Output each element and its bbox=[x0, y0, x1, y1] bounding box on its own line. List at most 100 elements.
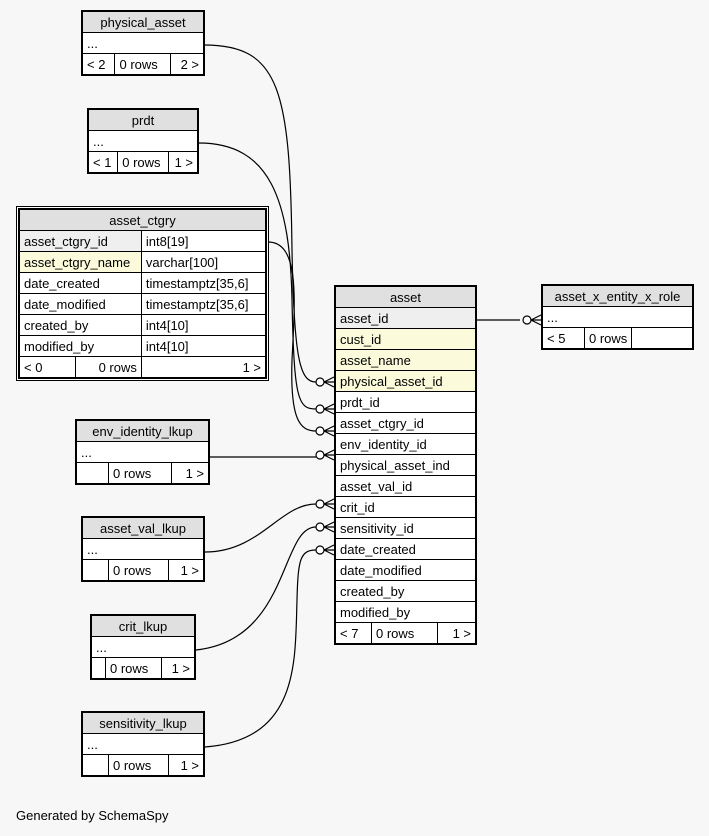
parents-count bbox=[91, 657, 106, 679]
children-count: 1 > bbox=[167, 151, 199, 173]
row-count: 0 rows bbox=[371, 622, 438, 644]
column-type: timestamptz[35,6] bbox=[140, 293, 267, 315]
generated-by-label: Generated by SchemaSpy bbox=[16, 808, 169, 823]
row-count: 0 rows bbox=[107, 754, 170, 776]
table-physical-asset[interactable]: physical_asset ... < 2 0 rows 2 > bbox=[81, 10, 205, 76]
column-name: prdt_id bbox=[335, 391, 476, 413]
link-physical-asset bbox=[203, 44, 317, 383]
row-count: 0 rows bbox=[107, 559, 170, 581]
table-title[interactable]: prdt bbox=[88, 109, 198, 131]
parents-count: < 0 bbox=[19, 356, 76, 378]
children-count: 1 > bbox=[161, 657, 195, 679]
table-prdt[interactable]: prdt ... < 1 0 rows 1 > bbox=[87, 108, 199, 174]
column-name: created_by bbox=[335, 580, 476, 602]
parents-count: < 7 bbox=[335, 622, 372, 644]
table-title[interactable]: env_identity_lkup bbox=[76, 420, 209, 442]
link-asset-ctgry bbox=[267, 241, 317, 432]
table-body: ... bbox=[91, 636, 195, 658]
children-count: 1 > bbox=[168, 559, 204, 581]
children-count: 1 > bbox=[171, 462, 209, 484]
column-name: date_modified bbox=[19, 293, 142, 315]
column-type: varchar[100] bbox=[140, 251, 267, 273]
optional-marker-icon bbox=[315, 545, 325, 555]
column-name: asset_name bbox=[335, 349, 476, 371]
column-name: crit_id bbox=[335, 496, 476, 518]
table-body: ... bbox=[82, 538, 204, 560]
column-name: created_by bbox=[19, 314, 142, 336]
column-name: asset_ctgry_id bbox=[335, 412, 476, 434]
column-type: int4[10] bbox=[140, 314, 267, 336]
parents-count: < 5 bbox=[542, 327, 585, 349]
optional-marker-icon bbox=[315, 499, 325, 509]
crowsfoot-many-icon bbox=[323, 425, 335, 437]
children-count: 1 > bbox=[140, 356, 267, 378]
parents-count bbox=[82, 559, 109, 581]
column-name: cust_id bbox=[335, 328, 476, 350]
table-env-identity-lkup[interactable]: env_identity_lkup ... 0 rows 1 > bbox=[75, 419, 210, 485]
column-name: date_modified bbox=[335, 559, 476, 581]
column-name: physical_asset_ind bbox=[335, 454, 476, 476]
table-title[interactable]: asset_x_entity_x_role bbox=[542, 285, 693, 307]
crowsfoot-many-icon bbox=[323, 521, 335, 533]
table-title[interactable]: asset_val_lkup bbox=[82, 517, 204, 539]
table-body: ... bbox=[88, 130, 198, 152]
table-title[interactable]: asset_ctgry bbox=[19, 209, 266, 231]
table-title[interactable]: asset bbox=[335, 286, 476, 308]
table-title[interactable]: physical_asset bbox=[82, 11, 204, 33]
table-title[interactable]: crit_lkup bbox=[91, 615, 195, 637]
column-type: int8[19] bbox=[140, 230, 267, 252]
row-count: 0 rows bbox=[114, 53, 172, 75]
crowsfoot-many-icon bbox=[323, 544, 335, 556]
column-name: modified_by bbox=[335, 601, 476, 623]
optional-marker-icon bbox=[315, 522, 325, 532]
crowsfoot-many-icon bbox=[323, 449, 335, 461]
column-name: date_created bbox=[335, 538, 476, 560]
column-name: asset_ctgry_id bbox=[19, 230, 142, 252]
row-count: 0 rows bbox=[75, 356, 142, 378]
table-title[interactable]: sensitivity_lkup bbox=[82, 712, 204, 734]
column-name: date_created bbox=[19, 272, 142, 294]
column-type: timestamptz[35,6] bbox=[140, 272, 267, 294]
row-count: 0 rows bbox=[583, 327, 633, 349]
column-name: modified_by bbox=[19, 335, 142, 357]
crowsfoot-many-icon bbox=[323, 498, 335, 510]
children-count: 1 > bbox=[168, 754, 204, 776]
parents-count bbox=[76, 462, 109, 484]
optional-marker-icon bbox=[315, 450, 325, 460]
children-count: 1 > bbox=[436, 622, 477, 644]
table-asset-val-lkup[interactable]: asset_val_lkup ... 0 rows 1 > bbox=[81, 516, 205, 582]
column-name: physical_asset_id bbox=[335, 370, 476, 392]
column-name: asset_val_id bbox=[335, 475, 476, 497]
optional-marker-icon bbox=[315, 426, 325, 436]
table-body: ... bbox=[542, 306, 693, 328]
table-body: ... bbox=[82, 733, 204, 755]
parents-count: < 1 bbox=[87, 151, 119, 173]
optional-marker-icon bbox=[522, 315, 532, 325]
column-name: asset_id bbox=[335, 307, 476, 329]
column-type: int4[10] bbox=[140, 335, 267, 357]
link-crit bbox=[195, 526, 317, 651]
crowsfoot-many-icon bbox=[530, 314, 542, 326]
link-sensitivity bbox=[204, 549, 317, 748]
crowsfoot-many-icon bbox=[323, 403, 335, 415]
parents-count bbox=[82, 754, 109, 776]
crowsfoot-many-icon bbox=[323, 376, 335, 388]
optional-marker-icon bbox=[315, 404, 325, 414]
column-name: sensitivity_id bbox=[335, 517, 476, 539]
row-count: 0 rows bbox=[104, 657, 163, 679]
table-sensitivity-lkup[interactable]: sensitivity_lkup ... 0 rows 1 > bbox=[81, 711, 205, 777]
table-asset-x-entity-x-role[interactable]: asset_x_entity_x_role ... < 5 0 rows bbox=[541, 284, 694, 350]
children-count: 2 > bbox=[170, 53, 204, 75]
table-body: ... bbox=[82, 32, 204, 54]
parents-count: < 2 bbox=[81, 53, 116, 75]
table-crit-lkup[interactable]: crit_lkup ... 0 rows 1 > bbox=[90, 614, 196, 680]
optional-marker-icon bbox=[315, 377, 325, 387]
column-name: env_identity_id bbox=[335, 433, 476, 455]
children-count bbox=[631, 327, 693, 349]
row-count: 0 rows bbox=[117, 151, 169, 173]
row-count: 0 rows bbox=[107, 462, 173, 484]
table-body: ... bbox=[76, 441, 209, 463]
